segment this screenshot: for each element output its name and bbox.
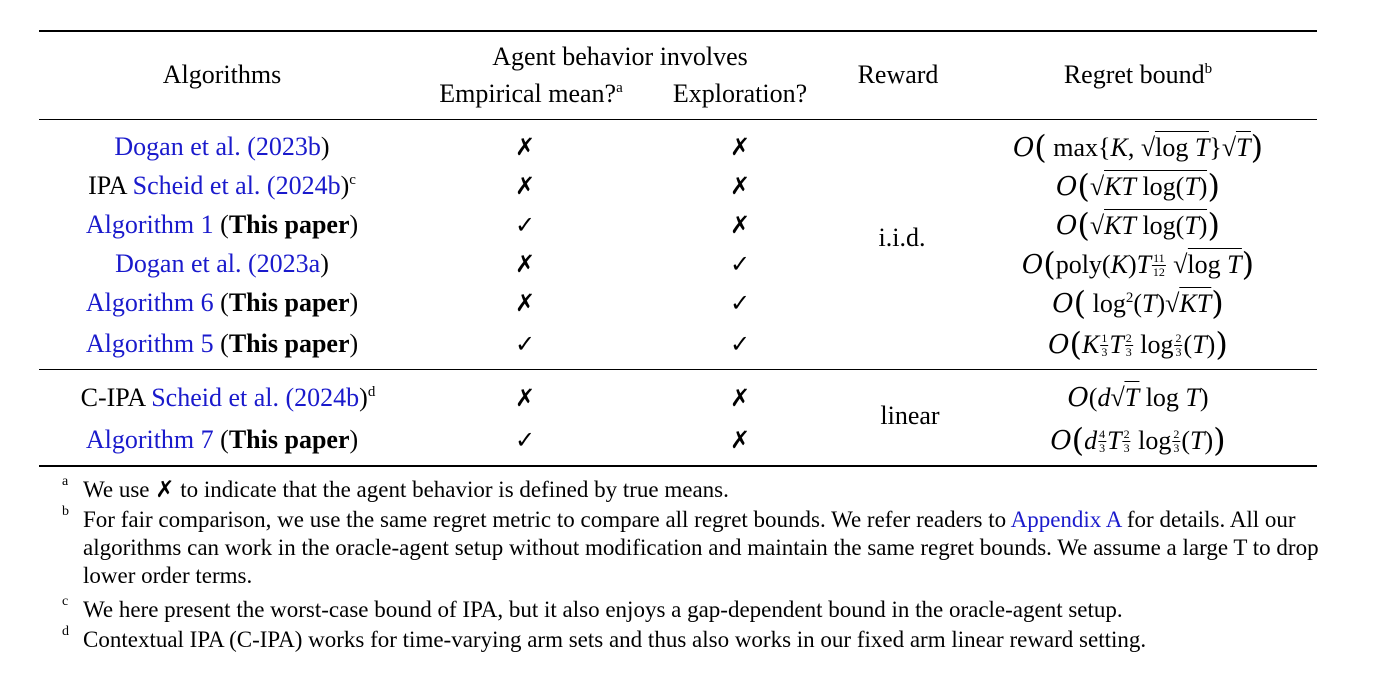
citation-link[interactable]: Scheid et al. (: [151, 383, 295, 412]
footnote-d: Contextual IPA (C-IPA) works for time-va…: [83, 627, 1147, 652]
footnote-mark: a: [62, 474, 69, 489]
algorithm-link[interactable]: Algorithm 6: [85, 288, 214, 317]
citation-year-link[interactable]: 2024b: [294, 383, 360, 412]
empirical-mean-mark: ✗: [514, 384, 536, 412]
bottom-rule: [39, 465, 1317, 467]
algorithm-cell: Algorithm 7 (This paper): [85, 425, 359, 454]
group-rule: [39, 369, 1317, 370]
reward-iid: i.i.d.: [878, 223, 926, 252]
header-regret-bound: Regret boundb: [1063, 60, 1213, 89]
algorithm-cell: Algorithm 5 (This paper): [85, 329, 359, 358]
footnote-mark: d: [62, 624, 69, 639]
empirical-mean-mark: ✗: [514, 289, 536, 317]
algorithm-cell: Dogan et al. (2023b): [114, 132, 330, 161]
header-empirical-mean: Empirical mean?a: [439, 79, 623, 108]
algorithm-link[interactable]: Algorithm 5: [85, 329, 214, 358]
regret-formula: O(√KT log(T)): [1056, 206, 1220, 244]
regret-formula: O( max{K, √log T}√T): [1012, 128, 1264, 166]
regret-formula: O(d√T log T): [1067, 381, 1209, 413]
algorithm-link[interactable]: Algorithm 1: [85, 210, 214, 239]
empirical-mean-mark: ✓: [514, 211, 536, 239]
empirical-mean-mark: ✓: [514, 330, 536, 358]
empirical-mean-mark: ✗: [514, 172, 536, 200]
exploration-mark: ✓: [729, 289, 751, 317]
exploration-mark: ✗: [729, 133, 751, 161]
footnote-b: For fair comparison, we use the same reg…: [83, 507, 1319, 588]
exploration-mark: ✗: [729, 384, 751, 412]
empirical-mean-mark: ✗: [514, 133, 536, 161]
citation-link[interactable]: Dogan et al. (: [115, 249, 257, 278]
footnote-mark: c: [62, 594, 69, 609]
exploration-mark: ✓: [729, 330, 751, 358]
exploration-mark: ✗: [729, 211, 751, 239]
top-rule: [39, 30, 1317, 32]
reward-linear: linear: [880, 401, 940, 430]
empirical-mean-mark: ✓: [514, 426, 536, 454]
footnote-a: We use ✗ to indicate that the agent beha…: [83, 477, 729, 502]
citation-link[interactable]: Scheid et al. (: [132, 171, 276, 200]
regret-formula: O(√KT log(T)): [1056, 167, 1220, 205]
empirical-mean-mark: ✗: [514, 250, 536, 278]
exploration-mark: ✓: [729, 250, 751, 278]
citation-year-link[interactable]: 2023a: [256, 249, 321, 278]
citation-year-link[interactable]: 2024b: [275, 171, 341, 200]
header-exploration: Exploration?: [672, 79, 808, 108]
header-algorithms: Algorithms: [162, 60, 282, 89]
header-agent-behavior: Agent behavior involves: [492, 42, 748, 71]
header-rule: [39, 119, 1317, 120]
citation-link[interactable]: Dogan et al. (: [114, 132, 256, 161]
citation-year-link[interactable]: 2023b: [255, 132, 321, 161]
exploration-mark: ✗: [729, 426, 751, 454]
appendix-link[interactable]: Appendix A: [1010, 507, 1122, 532]
algorithm-cell: C-IPA Scheid et al. (2024b)d: [80, 383, 376, 412]
footnote-c: We here present the worst-case bound of …: [83, 597, 1123, 622]
algorithm-cell: Algorithm 6 (This paper): [85, 288, 359, 317]
algorithm-cell: Dogan et al. (2023a): [115, 249, 329, 278]
exploration-mark: ✗: [729, 172, 751, 200]
footnote-mark: b: [62, 504, 69, 519]
regret-formula: O( log2(T)√KT): [1052, 284, 1224, 322]
algorithm-cell: Algorithm 1 (This paper): [85, 210, 359, 239]
algorithm-cell: IPA Scheid et al. (2024b)c: [88, 171, 356, 200]
header-reward: Reward: [857, 60, 939, 89]
algorithm-link[interactable]: Algorithm 7: [85, 425, 214, 454]
